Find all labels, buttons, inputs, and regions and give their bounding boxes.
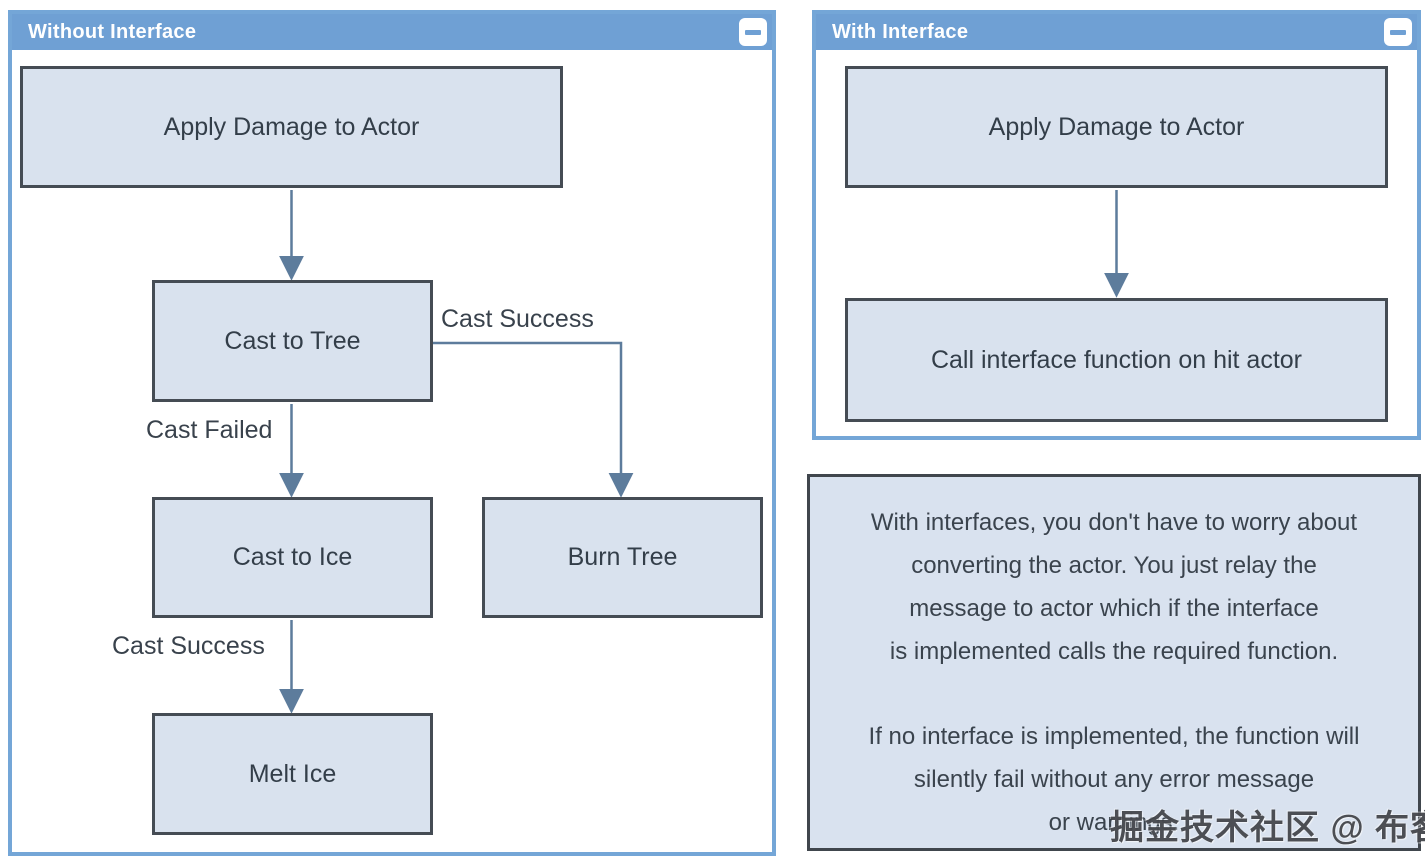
- node-apply-damage-to-actor: Apply Damage to Actor: [20, 66, 563, 188]
- node-call-interface-function: Call interface function on hit actor: [845, 298, 1388, 422]
- minus-icon: [1390, 29, 1406, 35]
- note-paragraph-2: If no interface is implemented, the func…: [810, 715, 1418, 844]
- node-cast-to-ice: Cast to Ice: [152, 497, 433, 618]
- panel-without-interface-body: Apply Damage to Actor Cast to Tree Cast …: [12, 50, 772, 852]
- minimize-button[interactable]: [1384, 18, 1412, 46]
- minimize-button[interactable]: [739, 18, 767, 46]
- panel-title: With Interface: [832, 20, 969, 43]
- edge-label-cast-success-ice: Cast Success: [112, 632, 265, 660]
- minus-icon: [745, 29, 761, 35]
- note-line: or warnings.: [1048, 809, 1180, 836]
- note-line: message to actor which if the interface: [909, 595, 1319, 622]
- note-line: silently fail without any error message: [913, 766, 1315, 793]
- node-cast-to-tree: Cast to Tree: [152, 280, 433, 402]
- note-line: is implemented calls the required functi…: [889, 638, 1339, 665]
- panel-without-interface: Without Interface Apply Damage to Actor …: [8, 10, 776, 856]
- node-apply-damage-to-actor-2: Apply Damage to Actor: [845, 66, 1388, 188]
- note-line: With interfaces, you don't have to worry…: [870, 509, 1358, 536]
- note-paragraph-1: With interfaces, you don't have to worry…: [810, 501, 1418, 673]
- node-melt-ice: Melt Ice: [152, 713, 433, 835]
- panel-with-interface-titlebar: With Interface: [816, 14, 1417, 50]
- panel-title: Without Interface: [28, 20, 197, 43]
- panel-with-interface-body: Apply Damage to Actor Call interface fun…: [816, 50, 1417, 436]
- note-line: If no interface is implemented, the func…: [868, 723, 1360, 750]
- note-line: converting the actor. You just relay the: [911, 552, 1317, 579]
- watermark-text: 掘金技术社区 @ 布客飞龙: [1110, 809, 1425, 847]
- interface-note-panel: With interfaces, you don't have to worry…: [807, 474, 1421, 851]
- edge-label-cast-failed: Cast Failed: [146, 416, 273, 444]
- panel-with-interface: With Interface Apply Damage to Actor Cal…: [812, 10, 1421, 440]
- edge-label-cast-success-tree: Cast Success: [441, 305, 594, 333]
- panel-without-interface-titlebar: Without Interface: [12, 14, 772, 50]
- node-burn-tree: Burn Tree: [482, 497, 763, 618]
